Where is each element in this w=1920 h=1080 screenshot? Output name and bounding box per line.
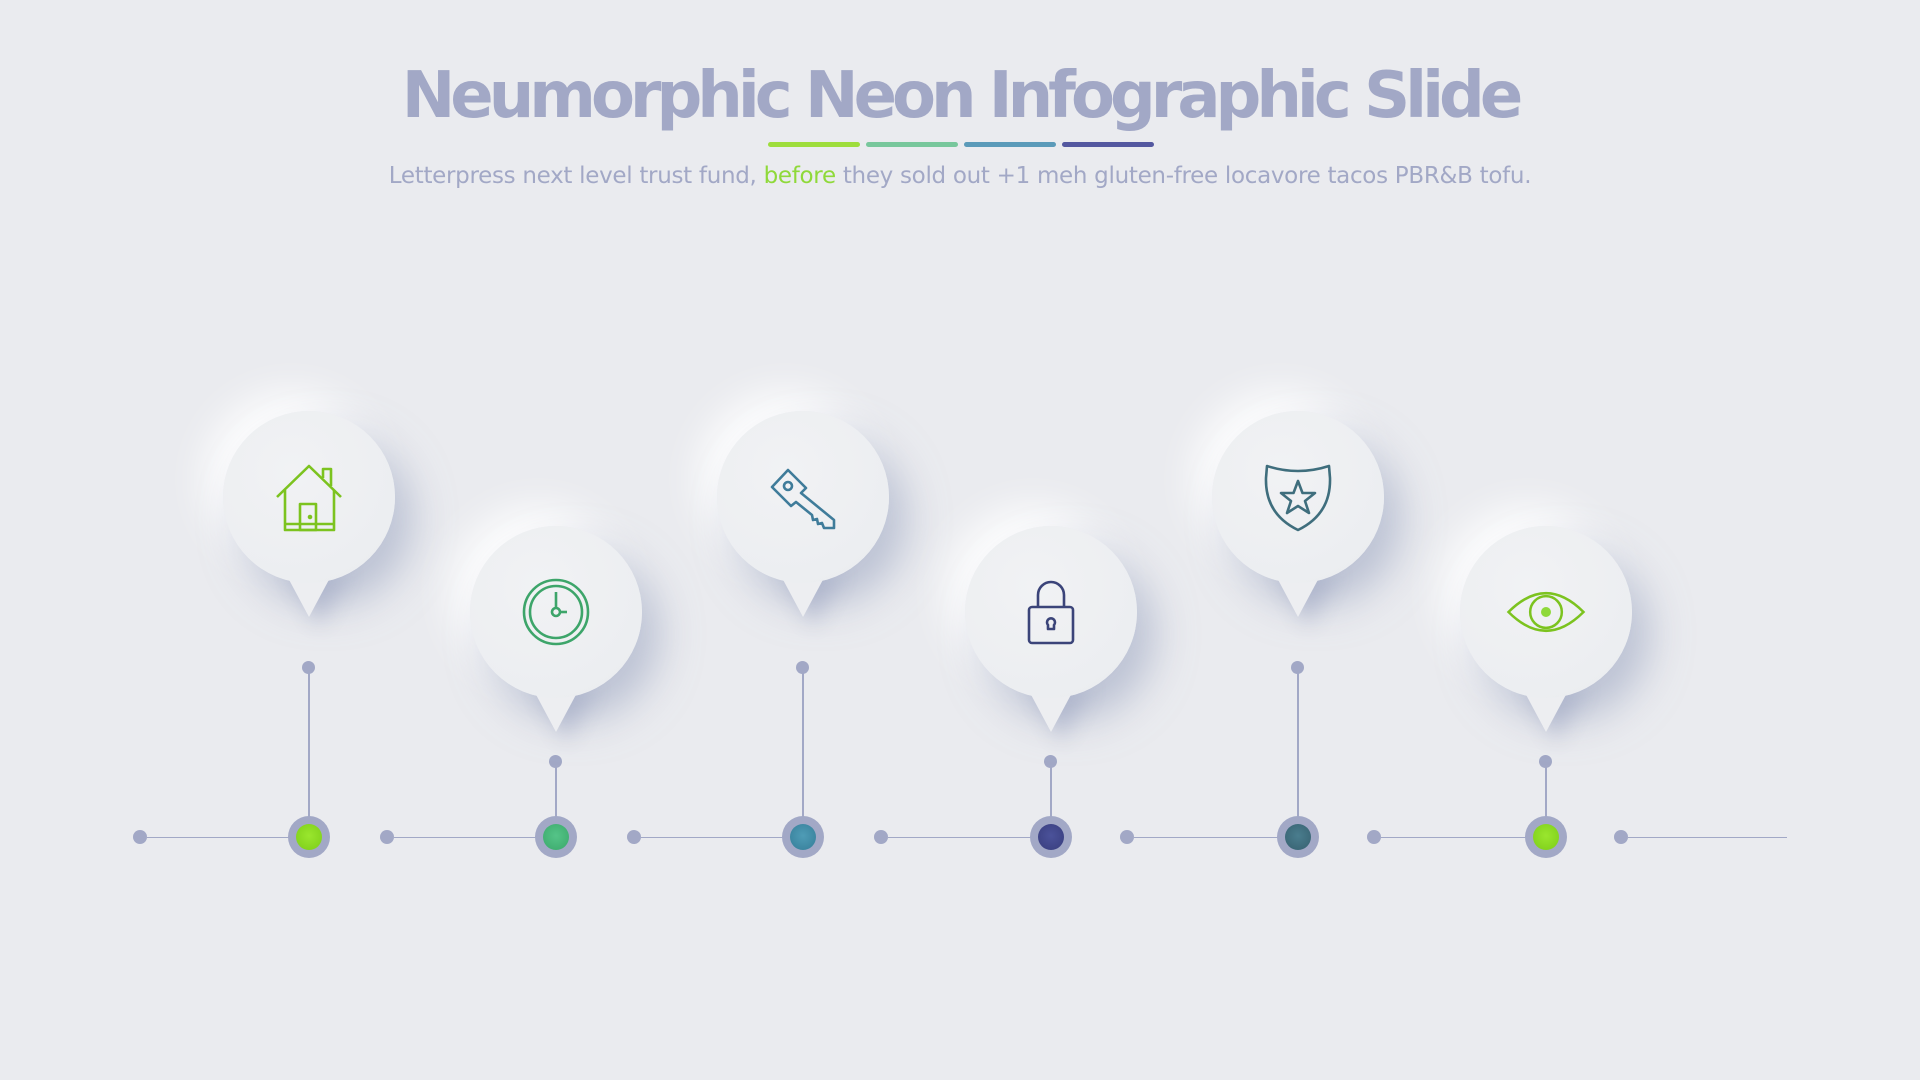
node-core	[543, 824, 569, 850]
node-core	[790, 824, 816, 850]
timeline-segment	[641, 836, 803, 838]
underline-bar-1	[768, 142, 860, 147]
lock-icon	[1011, 572, 1091, 652]
home-icon	[269, 457, 349, 537]
pin-key[interactable]	[717, 411, 889, 621]
connector-dot	[1044, 755, 1057, 768]
shield-star-icon	[1258, 457, 1338, 537]
node-core	[1533, 824, 1559, 850]
connector-line	[1545, 762, 1547, 818]
title-underline	[768, 142, 1154, 147]
timeline-dot	[1367, 830, 1381, 844]
node-core	[296, 824, 322, 850]
timeline-node-6[interactable]	[1525, 816, 1567, 858]
timeline-node-4[interactable]	[1030, 816, 1072, 858]
underline-bar-2	[866, 142, 958, 147]
connector-line	[802, 668, 804, 818]
pin-circle	[470, 526, 642, 698]
timeline-segment	[1381, 836, 1546, 838]
timeline-dot	[380, 830, 394, 844]
clock-icon	[516, 572, 596, 652]
timeline-segment	[1628, 836, 1787, 838]
underline-bar-4	[1062, 142, 1154, 147]
timeline-node-3[interactable]	[782, 816, 824, 858]
pin-clock[interactable]	[470, 526, 642, 736]
connector-dot	[1539, 755, 1552, 768]
timeline-node-5[interactable]	[1277, 816, 1319, 858]
connector-line	[1050, 762, 1052, 818]
eye-icon	[1506, 572, 1586, 652]
node-core	[1038, 824, 1064, 850]
pin-lock[interactable]	[965, 526, 1137, 736]
connector-line	[1297, 668, 1299, 818]
connector-dot	[549, 755, 562, 768]
timeline-segment	[1134, 836, 1298, 838]
subtitle-highlight: before	[763, 163, 837, 189]
pin-circle	[223, 411, 395, 583]
pin-circle	[717, 411, 889, 583]
subtitle-text-after: they sold out +1 meh gluten-free locavor…	[835, 163, 1532, 189]
connector-line	[555, 762, 557, 818]
pin-home[interactable]	[223, 411, 395, 621]
connector-dot	[796, 661, 809, 674]
timeline-segment	[888, 836, 1051, 838]
connector-line	[308, 668, 310, 818]
pin-circle	[1212, 411, 1384, 583]
subtitle-text-before: Letterpress next level trust fund,	[388, 163, 764, 189]
slide-subtitle: Letterpress next level trust fund, befor…	[0, 163, 1920, 189]
timeline-dot	[1120, 830, 1134, 844]
key-icon	[763, 457, 843, 537]
node-core	[1285, 824, 1311, 850]
timeline-segment	[394, 836, 556, 838]
timeline-dot	[1614, 830, 1628, 844]
pin-circle	[965, 526, 1137, 698]
timeline-dot	[627, 830, 641, 844]
timeline-dot	[874, 830, 888, 844]
connector-dot	[1291, 661, 1304, 674]
underline-bar-3	[964, 142, 1056, 147]
pin-eye[interactable]	[1460, 526, 1632, 736]
connector-dot	[302, 661, 315, 674]
timeline-node-2[interactable]	[535, 816, 577, 858]
timeline-dot	[133, 830, 147, 844]
pin-shield[interactable]	[1212, 411, 1384, 621]
slide-title: Neumorphic Neon Infographic Slide	[401, 59, 1524, 133]
timeline-node-1[interactable]	[288, 816, 330, 858]
timeline-segment	[147, 836, 309, 838]
